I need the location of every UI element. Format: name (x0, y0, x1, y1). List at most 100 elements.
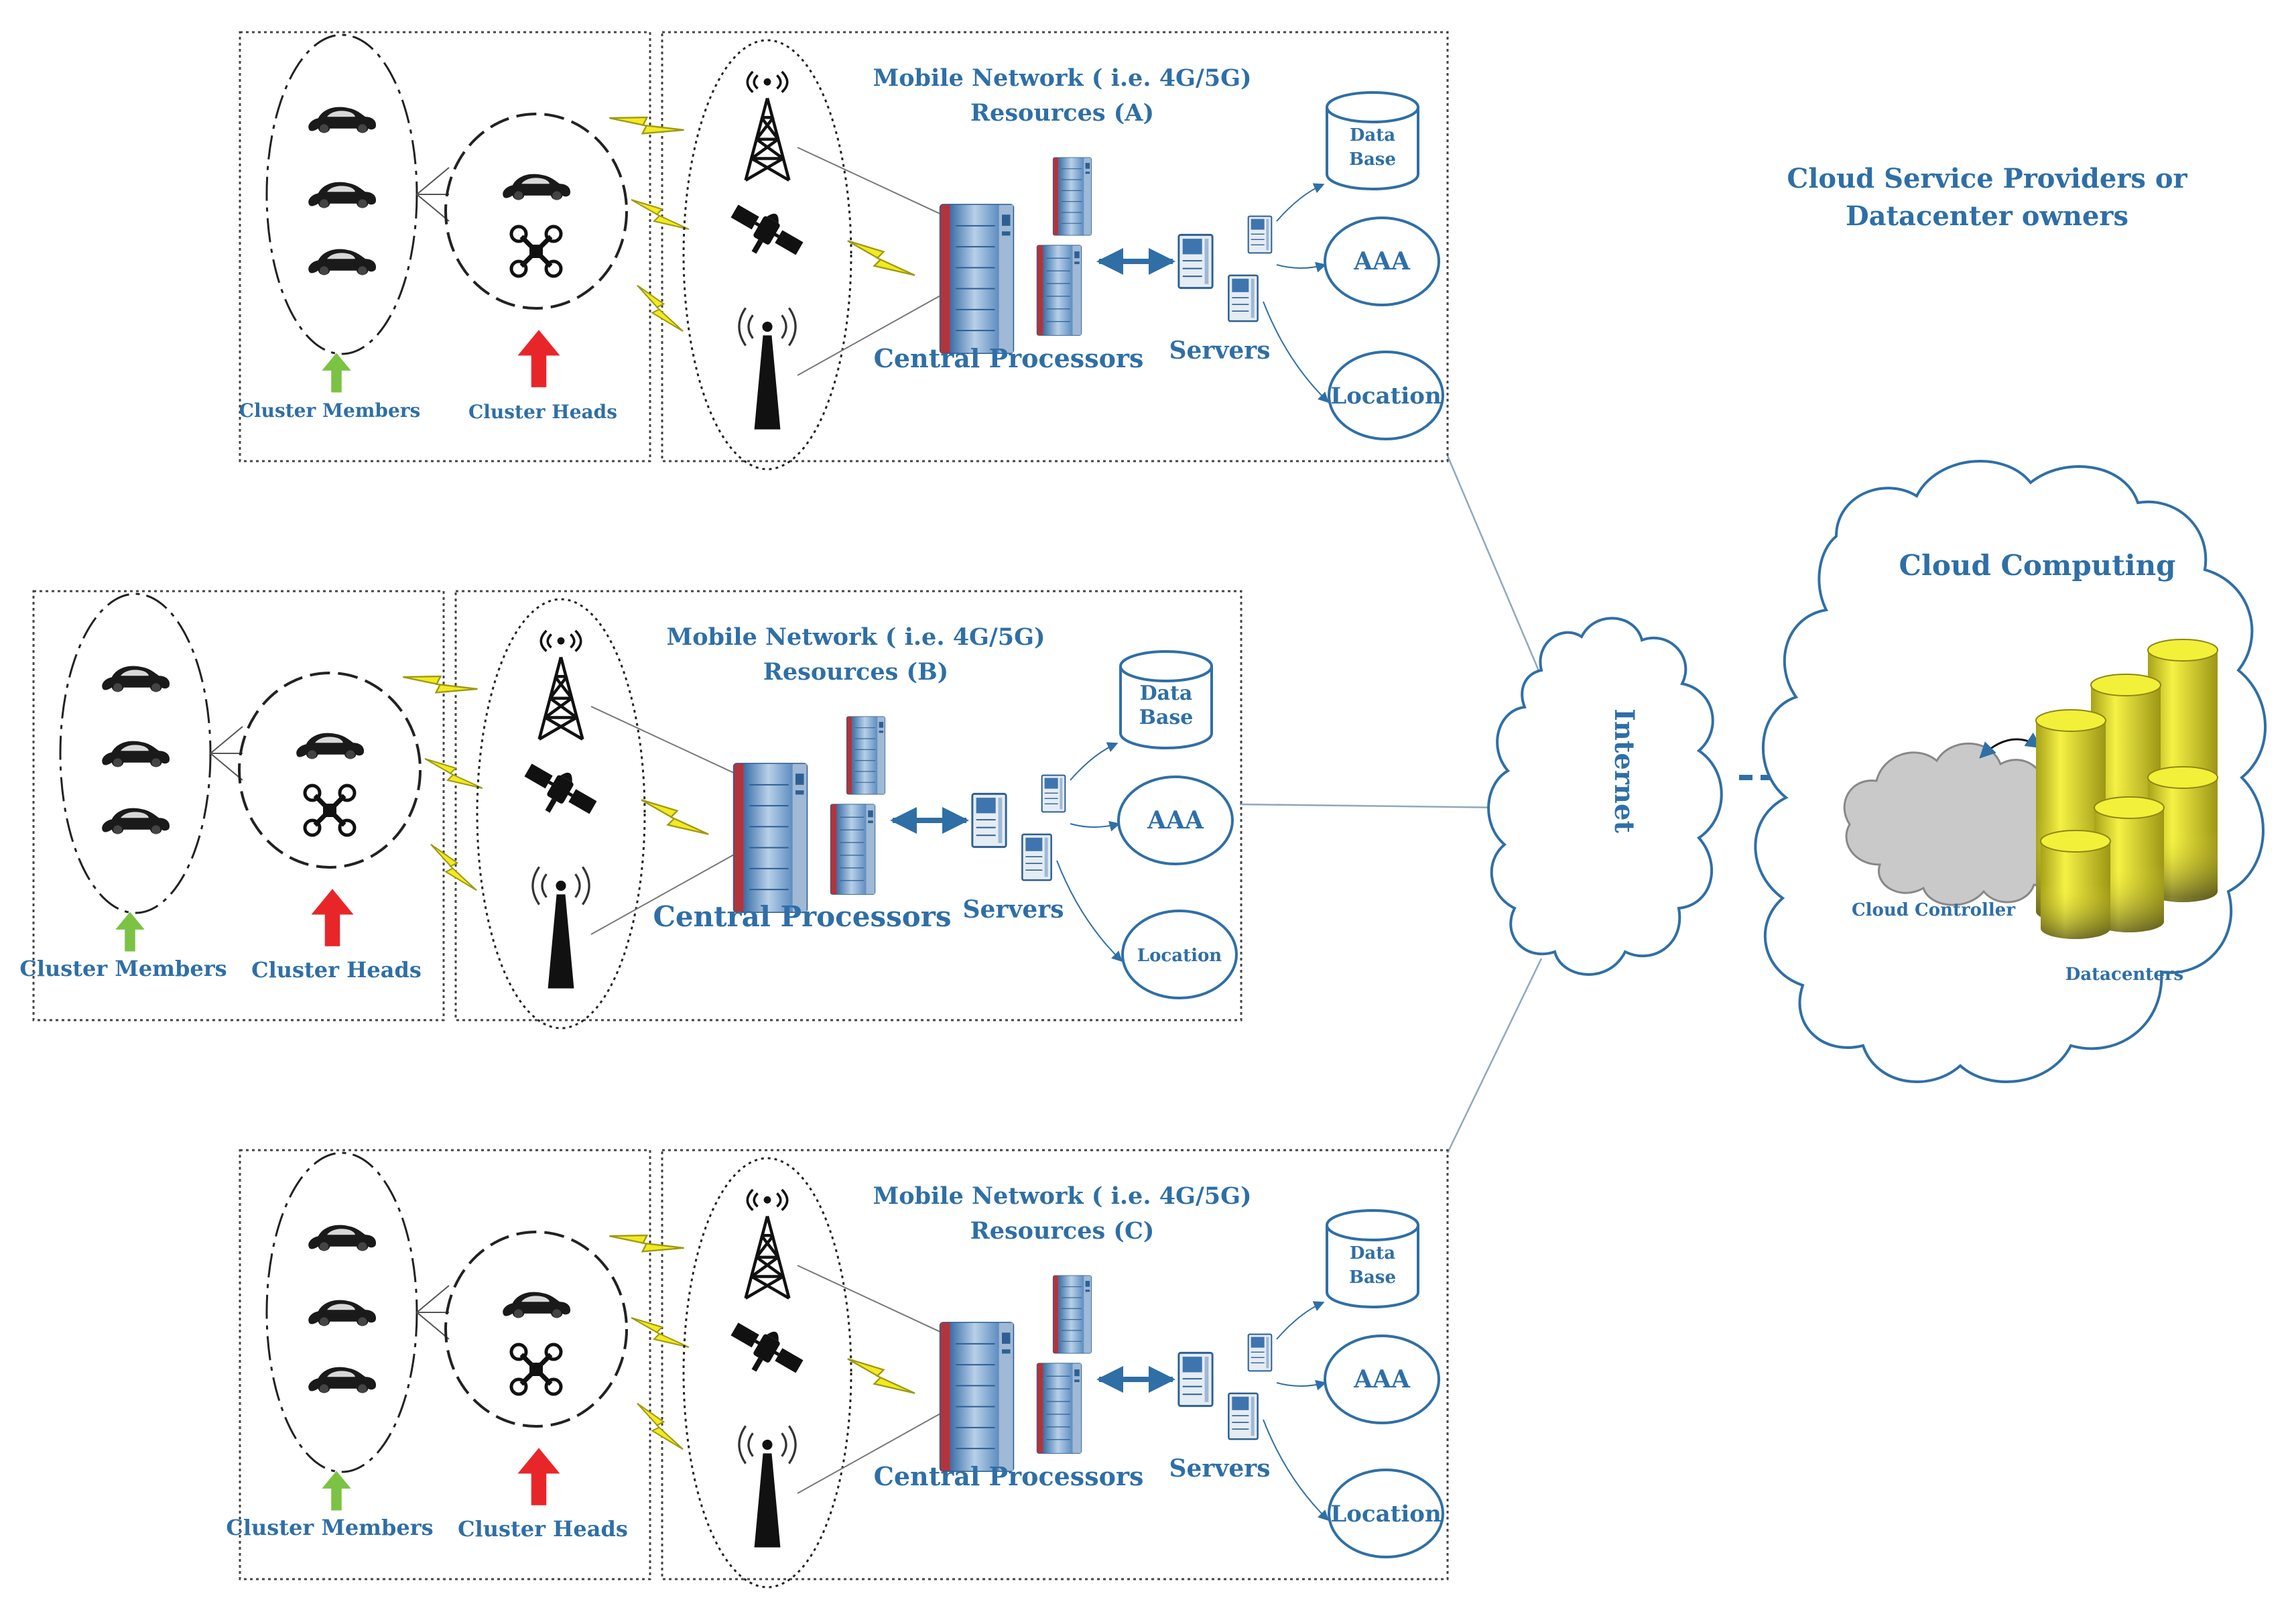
aaa-node (1324, 1334, 1440, 1424)
car-icon (308, 1300, 377, 1326)
central-processors-label: Central Processors (874, 343, 1144, 373)
server-icon (970, 792, 1008, 849)
cluster-panel (239, 31, 651, 462)
lightning-icon (402, 655, 479, 711)
central-processor-icon (939, 204, 1015, 355)
network-title: Mobile Network ( i.e. 4G/5G) (873, 1182, 1251, 1210)
central-processors-label: Central Processors (874, 1461, 1144, 1491)
database-icon (1326, 91, 1419, 190)
lightning-icon (424, 757, 484, 790)
car-icon (308, 107, 377, 133)
cluster-group-c: Cluster Members Cluster Heads Mobile Net… (226, 1149, 1449, 1589)
link-a-internet (1446, 455, 1543, 678)
server-icon (1247, 1333, 1273, 1372)
green-up-arrow-icon (322, 1471, 351, 1511)
providers-subtitle: Datacenter owners (1846, 200, 2128, 232)
cluster-heads-label: Cluster Heads (458, 1516, 628, 1542)
location-label: Location (1330, 383, 1441, 410)
central-processor-icon (830, 804, 876, 895)
aaa-label: AAA (1353, 1365, 1411, 1393)
red-up-arrow-icon (311, 889, 354, 946)
access-network-ellipse (682, 1157, 852, 1589)
location-node (1328, 351, 1444, 440)
datacenter-cylinder (2040, 830, 2111, 939)
cluster-heads-ring (444, 113, 628, 310)
cell-tower-icon (539, 631, 583, 739)
central-processor-icon (1052, 1275, 1092, 1354)
cluster-members-label: Cluster Members (19, 956, 227, 981)
car-icon (308, 1225, 377, 1251)
server-icon (1177, 1351, 1214, 1408)
cluster-panel (32, 590, 445, 1021)
central-processor-icon (846, 716, 886, 795)
location-label: Location (1330, 1501, 1441, 1528)
network-title: Mobile Network ( i.e. 4G/5G) (873, 64, 1251, 92)
server-icon (1227, 1392, 1259, 1440)
network-panel (454, 590, 1242, 1021)
network-resources-label: Resources (A) (970, 99, 1154, 127)
location-node (1121, 910, 1238, 999)
network-panel (661, 1149, 1449, 1580)
lightning-icon (630, 1316, 690, 1349)
database-icon (1326, 1209, 1419, 1308)
antenna-icon (738, 1424, 797, 1549)
database-label: Data (1140, 682, 1193, 705)
central-processors-label: Central Processors (653, 900, 951, 933)
car-icon (308, 1367, 377, 1393)
cluster-heads-ring (238, 672, 422, 869)
server-icon (1021, 833, 1053, 881)
antenna-icon (738, 306, 797, 431)
cell-tower-icon (746, 72, 789, 180)
car-icon (102, 666, 170, 692)
server-icon (1177, 233, 1214, 290)
lightning-icon (627, 1402, 693, 1450)
car-icon (102, 741, 170, 767)
car-icon (503, 174, 571, 200)
network-resources-label: Resources (C) (970, 1217, 1155, 1245)
cluster-heads-ring (444, 1231, 628, 1428)
lightning-icon (640, 799, 710, 835)
server-icon (1041, 774, 1066, 813)
servers-label: Servers (1169, 336, 1271, 365)
lightning-icon (846, 1358, 916, 1395)
location-label: Location (1137, 946, 1222, 966)
aaa-label: AAA (1147, 806, 1204, 834)
servers-label: Servers (963, 895, 1064, 924)
satellite-icon (722, 1313, 809, 1389)
cluster-heads-label: Cluster Heads (251, 957, 422, 983)
red-up-arrow-icon (517, 330, 560, 387)
server-icon (1227, 274, 1259, 322)
green-up-arrow-icon (322, 353, 351, 393)
internet-label: Internet (1608, 708, 1640, 833)
link-c-internet (1446, 958, 1543, 1154)
red-up-arrow-icon (517, 1448, 560, 1505)
database-label: Base (1349, 149, 1396, 170)
central-processor-icon (939, 1322, 1015, 1473)
cluster-group-b: Cluster Members Cluster Heads Mobile Net… (19, 590, 1242, 1030)
database-label: Base (1139, 706, 1194, 729)
satellite-icon (722, 195, 809, 271)
central-processor-icon (1052, 157, 1092, 236)
datacenter-cylinder (2147, 766, 2218, 899)
drone-icon (511, 227, 561, 276)
controller-datacenter-link (1979, 733, 2042, 759)
cluster-panel (239, 1149, 651, 1580)
lightning-icon (609, 96, 685, 152)
server-icon (1247, 215, 1273, 254)
network-resources-label: Resources (B) (763, 658, 948, 686)
database-icon (1119, 650, 1213, 749)
cell-tower-icon (746, 1190, 789, 1298)
green-up-arrow-icon (115, 912, 145, 952)
cluster-group-a: Cluster Members Cluster Heads Mobile Net… (239, 31, 1449, 471)
cloud-controller-label: Cloud Controller (1852, 900, 2015, 920)
aaa-label: AAA (1353, 247, 1411, 275)
car-icon (308, 249, 377, 275)
access-network-ellipse (476, 598, 646, 1030)
datacenters-group (2035, 639, 2218, 939)
car-icon (308, 182, 377, 208)
cluster-members-label: Cluster Members (239, 399, 421, 422)
datacenters-label: Datacenters (2065, 965, 2183, 985)
car-icon (102, 808, 170, 834)
lightning-icon (846, 240, 916, 276)
antenna-icon (531, 865, 590, 990)
